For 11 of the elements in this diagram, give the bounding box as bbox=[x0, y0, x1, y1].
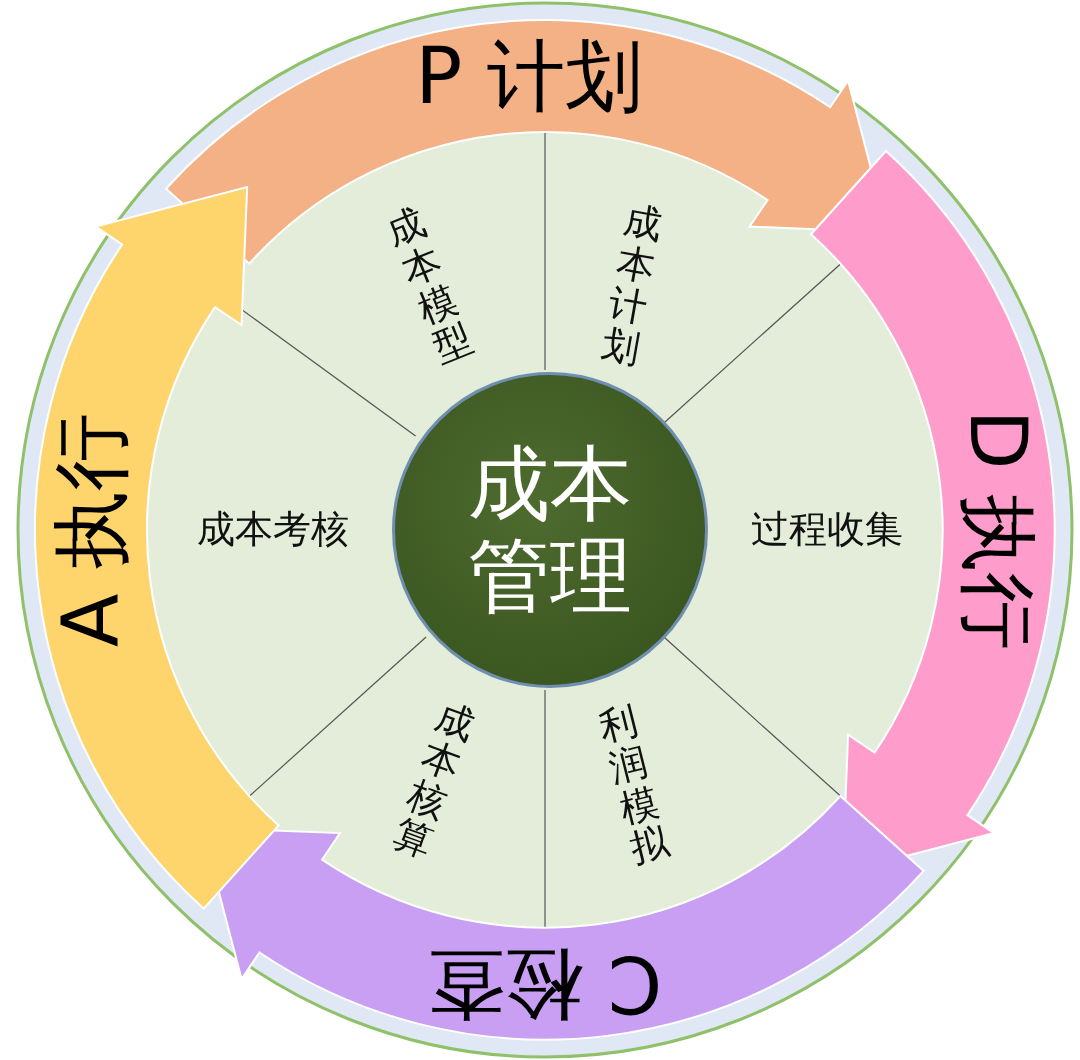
phase-label: A 执行 bbox=[52, 412, 131, 648]
center-title: 成本管理 bbox=[467, 438, 633, 622]
sector-label: 过程收集 bbox=[751, 510, 903, 550]
phase-label: P 计划 bbox=[415, 37, 643, 116]
sector-label: 成本考核 bbox=[197, 510, 349, 550]
sector-label: 成本计划 bbox=[598, 199, 666, 371]
sector-label: 成本模型 bbox=[381, 200, 479, 370]
phase-label: C 检查 bbox=[427, 945, 663, 1023]
phase-label: D 执行 bbox=[959, 409, 1038, 651]
sector-label: 成本核算 bbox=[387, 695, 481, 866]
sector-label: 利润模拟 bbox=[595, 699, 673, 871]
